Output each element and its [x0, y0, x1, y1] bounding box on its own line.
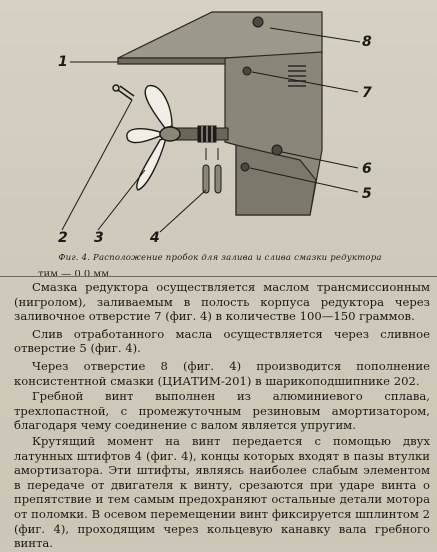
callout-6: 6: [362, 161, 372, 177]
propeller: [126, 84, 181, 191]
housing-fins: [288, 65, 306, 87]
figure-caption: Фиг. 4. Расположение пробок для залива и…: [58, 253, 382, 263]
callout-8: 8: [362, 34, 372, 50]
callout-4: 4: [149, 230, 160, 246]
plug-8-icon: [252, 16, 264, 28]
callout-1: 1: [58, 54, 68, 70]
paragraph-drain: Слив отработанного масла осуществляется …: [14, 326, 430, 356]
callout-2: 2: [58, 230, 68, 246]
paragraph-lubrication: Смазка редуктора осуществляется маслом т…: [14, 280, 430, 324]
plug-6-icon: [271, 144, 283, 156]
pins: [202, 148, 222, 194]
page-split-line: [0, 276, 437, 277]
callout-3: 3: [94, 230, 104, 246]
cotter-pin: [112, 84, 135, 101]
gearbox-figure: 1 2 3 4 5 6 7 8: [58, 11, 372, 246]
callout-5: 5: [362, 186, 372, 202]
paragraph-propeller: Гребной винт выполнен из алюминиевого сп…: [14, 389, 430, 433]
callout-7: 7: [362, 85, 372, 101]
paragraph-torque: Крутящий момент на винт передается с пом…: [14, 433, 430, 551]
cut-off-text-line: тим — 0,0 мм.: [38, 270, 113, 276]
gearbox-housing: [117, 11, 323, 216]
paragraph-grease: Через отверстие 8 (фиг. 4) производится …: [14, 358, 430, 388]
body-text: Смазка редуктора осуществляется маслом т…: [14, 280, 430, 552]
propeller-shaft: [169, 125, 229, 143]
plug-7-icon: [242, 66, 252, 76]
plug-5-icon: [240, 162, 250, 172]
leader-lines: [61, 27, 361, 233]
